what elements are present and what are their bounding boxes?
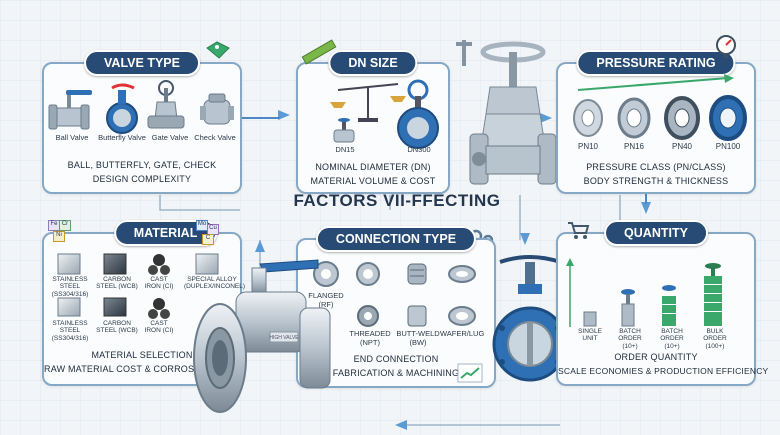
carbon-steel-swatch — [103, 253, 127, 275]
cast-iron-swatch — [148, 254, 170, 275]
ball-valve-illustration: HIGH VALVE — [193, 259, 331, 413]
flange-pn16-icon — [617, 97, 651, 139]
valve-type-illustrations — [48, 80, 234, 134]
pressure-gauge-icon — [716, 35, 736, 58]
pressure-label-pn16: PN16 — [623, 142, 644, 151]
valve-nameplate: HIGH VALVE — [269, 335, 299, 341]
pressure-label-pn40: PN40 — [671, 142, 692, 151]
caliper-icon — [456, 40, 472, 66]
material-bottom-ss: STAINLESS STEEL (SS304/316) — [51, 320, 89, 342]
quantity-label-single: SINGLE UNIT — [578, 328, 602, 343]
gate-valve-illustration — [469, 41, 557, 185]
balance-scale-icon — [330, 83, 406, 122]
valve-type-caption-1: BALL, BUTTERFLY, GATE, CHECK — [67, 160, 217, 170]
valve-type-heading: VALVE TYPE — [84, 50, 200, 76]
quantity-caption-2: SCALE ECONOMIES & PRODUCTION EFFICIENCY — [558, 366, 769, 376]
quantity-label-bulk: BULK ORDER (100+) — [703, 328, 727, 350]
element-badges: Fe Cr Ni — [48, 220, 88, 250]
material-top-ss: STAINLESS STEEL (SS304/316) — [51, 276, 89, 298]
dn-large-label: DN300 — [407, 145, 431, 154]
quantity-label-batch-1: BATCH ORDER (10+) — [618, 328, 642, 350]
material-top-cs: CARBON STEEL (WCB) — [96, 276, 138, 291]
element-badge-cr: Cr — [59, 220, 71, 231]
cart-icon — [568, 222, 590, 239]
butt-weld-icon — [407, 305, 427, 327]
bulk-order-icon — [704, 263, 722, 326]
batch-order-medium-icon — [662, 285, 676, 326]
connection-illustrations — [313, 261, 476, 327]
special-alloy-swatch — [195, 253, 219, 275]
single-unit-icon — [583, 311, 597, 327]
connection-heading: CONNECTION TYPE — [315, 226, 477, 252]
conn-label-flanged: FLANGED (RF) — [308, 291, 344, 309]
valve-label-gate: Gate Valve — [151, 133, 189, 142]
dn-size-heading: DN SIZE — [328, 50, 418, 76]
panel-connection-type: CONNECTION TYPE FLANGED (RF) THREADED (N… — [296, 226, 496, 388]
panel-pressure-rating: PRESSURE RATING PN10 PN16 PN40 PN100 PRE… — [556, 50, 756, 194]
pressure-flanges — [573, 74, 747, 141]
material-bottom-ci: CAST IRON (CI) — [144, 320, 174, 335]
check-valve-icon — [200, 93, 234, 125]
dn-small-label: DN15 — [335, 145, 355, 154]
valve-type-caption-2: DESIGN COMPLEXITY — [92, 174, 192, 184]
conn-label-buttweld: BUTT-WELD (BW) — [396, 329, 440, 347]
flanged-icon — [313, 261, 339, 287]
trend-chart-icon — [457, 363, 483, 383]
material-caption-1: MATERIAL SELECTION — [91, 350, 193, 360]
quantity-caption-1: ORDER QUANTITY — [614, 352, 698, 362]
element-badge-ni: Ni — [53, 231, 65, 242]
quantity-heading: QUANTITY — [604, 220, 708, 246]
dn-size-illustration — [330, 79, 439, 149]
batch-order-small-icon — [621, 289, 635, 327]
valve-label-ball: Ball Valve — [55, 133, 89, 142]
butterfly-valve-illustration — [492, 255, 568, 382]
material-top-alloy: SPECIAL ALLOY (DUPLEX/INCONEL) — [184, 276, 246, 291]
pressure-caption-2: BODY STRENGTH & THICKNESS — [583, 176, 729, 186]
material-caption-2: RAW MATERIAL COST & CORROSION RESIS — [44, 364, 240, 374]
pressure-heading: PRESSURE RATING — [576, 50, 736, 76]
price-tag-icon — [206, 41, 230, 59]
pressure-caption-1: PRESSURE CLASS (PN/CLASS) — [586, 162, 726, 172]
stainless-steel-swatch — [57, 253, 81, 275]
valve-label-butterfly: Butterfly Valve — [98, 133, 146, 142]
element-badge-c: C — [202, 234, 214, 245]
panel-dn-size: DN SIZE DN15 DN300 NOMINAL DIAMETER (DN)… — [296, 50, 450, 194]
ball-valve-icon — [48, 90, 92, 130]
threaded-fitting-icon — [357, 305, 379, 327]
flange-pn100-icon — [709, 95, 747, 141]
panel-valve-type: VALVE TYPE Ba — [42, 50, 242, 194]
dn-size-caption-2: MATERIAL VOLUME & COST — [310, 176, 436, 186]
small-valve-icon — [333, 118, 355, 143]
center-title: FACTORS VII-FFECTING — [293, 191, 501, 210]
connection-caption-2: FABRICATION & MACHINING — [332, 368, 460, 378]
quantity-label-batch-2: BATCH ORDER (10+) — [660, 328, 684, 350]
threaded-icon — [407, 263, 427, 285]
dn-size-caption-1: NOMINAL DIAMETER (DN) — [315, 162, 431, 172]
pressure-label-pn10: PN10 — [577, 142, 598, 151]
connection-caption-1: END CONNECTION — [353, 354, 439, 364]
material-bottom-cs: CARBON STEEL (WCB) — [96, 320, 138, 335]
butterfly-valve-icon — [106, 83, 138, 134]
element-badges-right: Mo Cu C — [196, 220, 226, 245]
wafer-lug-icon — [448, 306, 476, 326]
large-valve-icon — [397, 79, 439, 149]
quantity-stacks — [566, 258, 722, 327]
ruler-icon — [301, 39, 337, 65]
conn-label-wafer: WAFER/LUG — [440, 329, 485, 338]
flange-pn10-icon — [573, 99, 603, 137]
pressure-label-pn100: PN100 — [715, 142, 741, 151]
material-top-ci: CAST IRON (CI) — [144, 276, 174, 291]
valve-label-check: Check Valve — [194, 133, 236, 142]
wafer-icon — [448, 265, 476, 283]
gate-valve-icon — [147, 80, 185, 129]
panel-quantity: QUANTITY SINGLE UNIT BATCH ORDER (10+) B… — [556, 220, 769, 386]
flange-pn40-icon — [664, 96, 700, 140]
conn-label-threaded: THREADED (NPT) — [349, 329, 391, 347]
material-swatches — [57, 253, 219, 319]
